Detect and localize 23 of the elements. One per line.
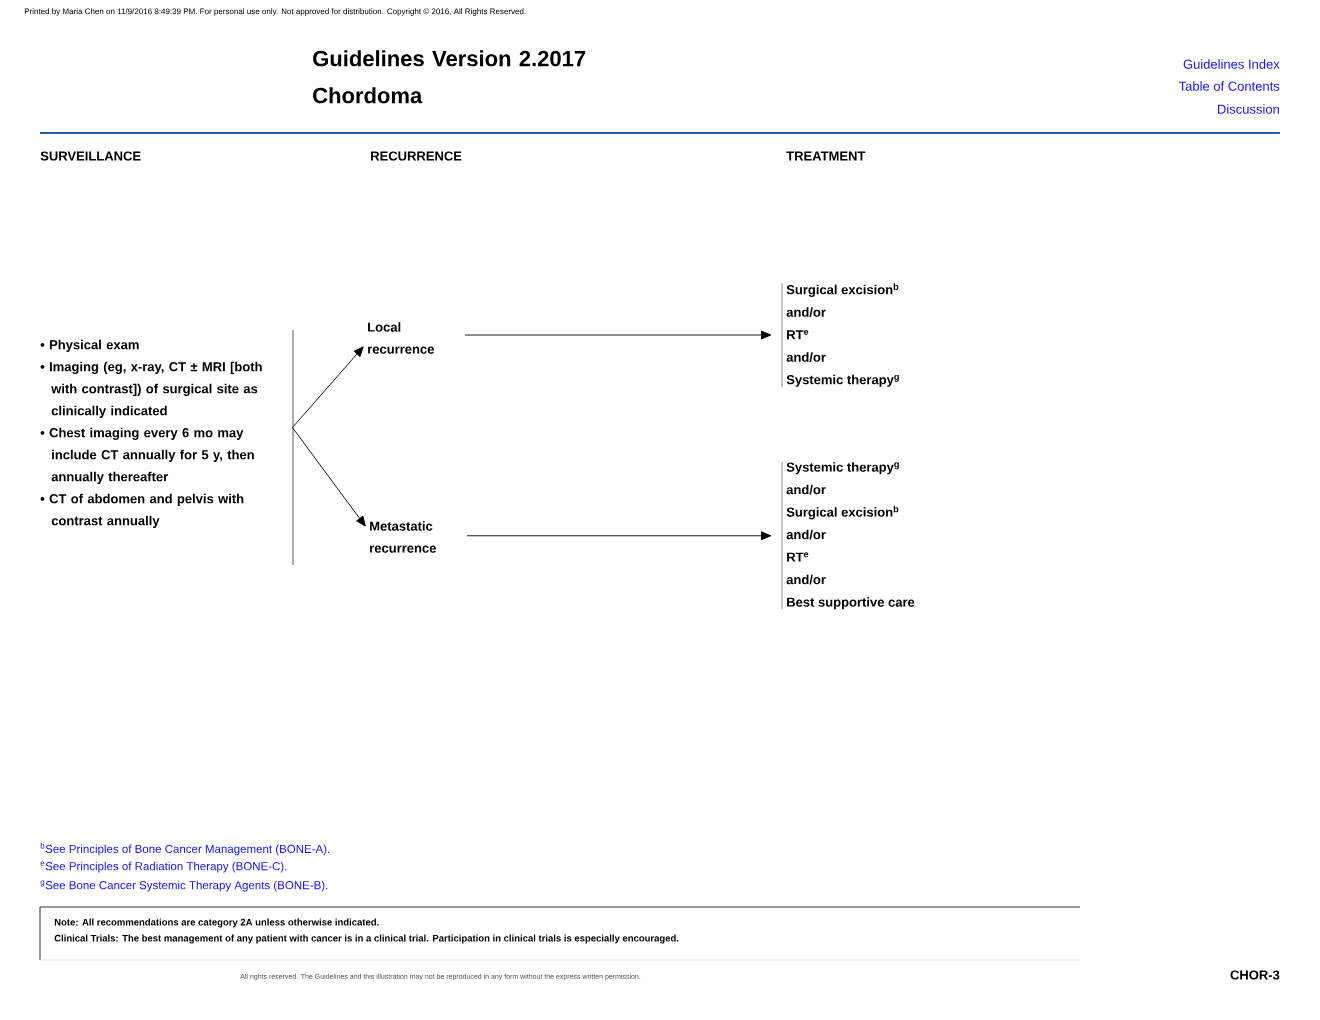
recurrence-label: Metastatic recurrence bbox=[370, 521, 436, 553]
link: Discussion bbox=[1218, 104, 1279, 114]
link: Table of Contents bbox=[1178, 81, 1280, 91]
arrow bbox=[466, 531, 772, 541]
note-text: Clinical Trials: The best management of any patient with cancer is in a clinical trial. Participation in clinical trials is especially encouraged. bbox=[54, 934, 679, 944]
treatment-options: Surgical excision$^{b}$ and/or RT$^{e}$ and/or Systemic therapy$^{g}$ bbox=[781, 282, 899, 388]
arrow bbox=[464, 330, 772, 340]
arrow bbox=[291, 346, 364, 428]
title: Guidelines Version 2.2017 Chordoma bbox=[313, 50, 586, 104]
print-notice: Printed by Maria Chen on 11/9/2016 8:49:39 PM. For personal use only. Not approved for distribution. Copyright © 2016, All Rights Reserved. bbox=[24, 8, 526, 16]
column-heading: TREATMENT bbox=[786, 151, 866, 161]
column-heading: RECURRENCE bbox=[371, 151, 462, 161]
bulleted-list: • Physical exam • Imaging (eg, x-ray, CT ± MRI [both with contrast]) of surgical site as clinically indicated • Chest imaging every 6 mo may include CT annually for 5 y, then annually thereafter • CT of abdomen and pelvis with contrast annually bbox=[40, 329, 294, 566]
page-code: CHOR-3 bbox=[1230, 970, 1280, 980]
treatment-options: Systemic therapy$^{g}$ and/or Surgical excision$^{b}$ and/or RT$^{e}$ and/or Best supportive care bbox=[781, 461, 915, 610]
column-heading: SURVEILLANCE bbox=[40, 151, 141, 161]
note-text: Note: All recommendations are category 2A unless otherwise indicated. bbox=[54, 918, 379, 928]
arrow bbox=[291, 427, 366, 527]
link: Guidelines Index bbox=[1183, 59, 1280, 69]
footnote: $^{b}$See Principles of Bone Cancer Management (BONE-A). bbox=[40, 842, 330, 856]
footnote: $^{e}$See Principles of Radiation Therapy (BONE-C). bbox=[40, 861, 287, 873]
footnote: $^{g}$See Bone Cancer Systemic Therapy Agents (BONE-B). bbox=[40, 880, 328, 892]
recurrence-label: Local recurrence bbox=[368, 322, 434, 354]
